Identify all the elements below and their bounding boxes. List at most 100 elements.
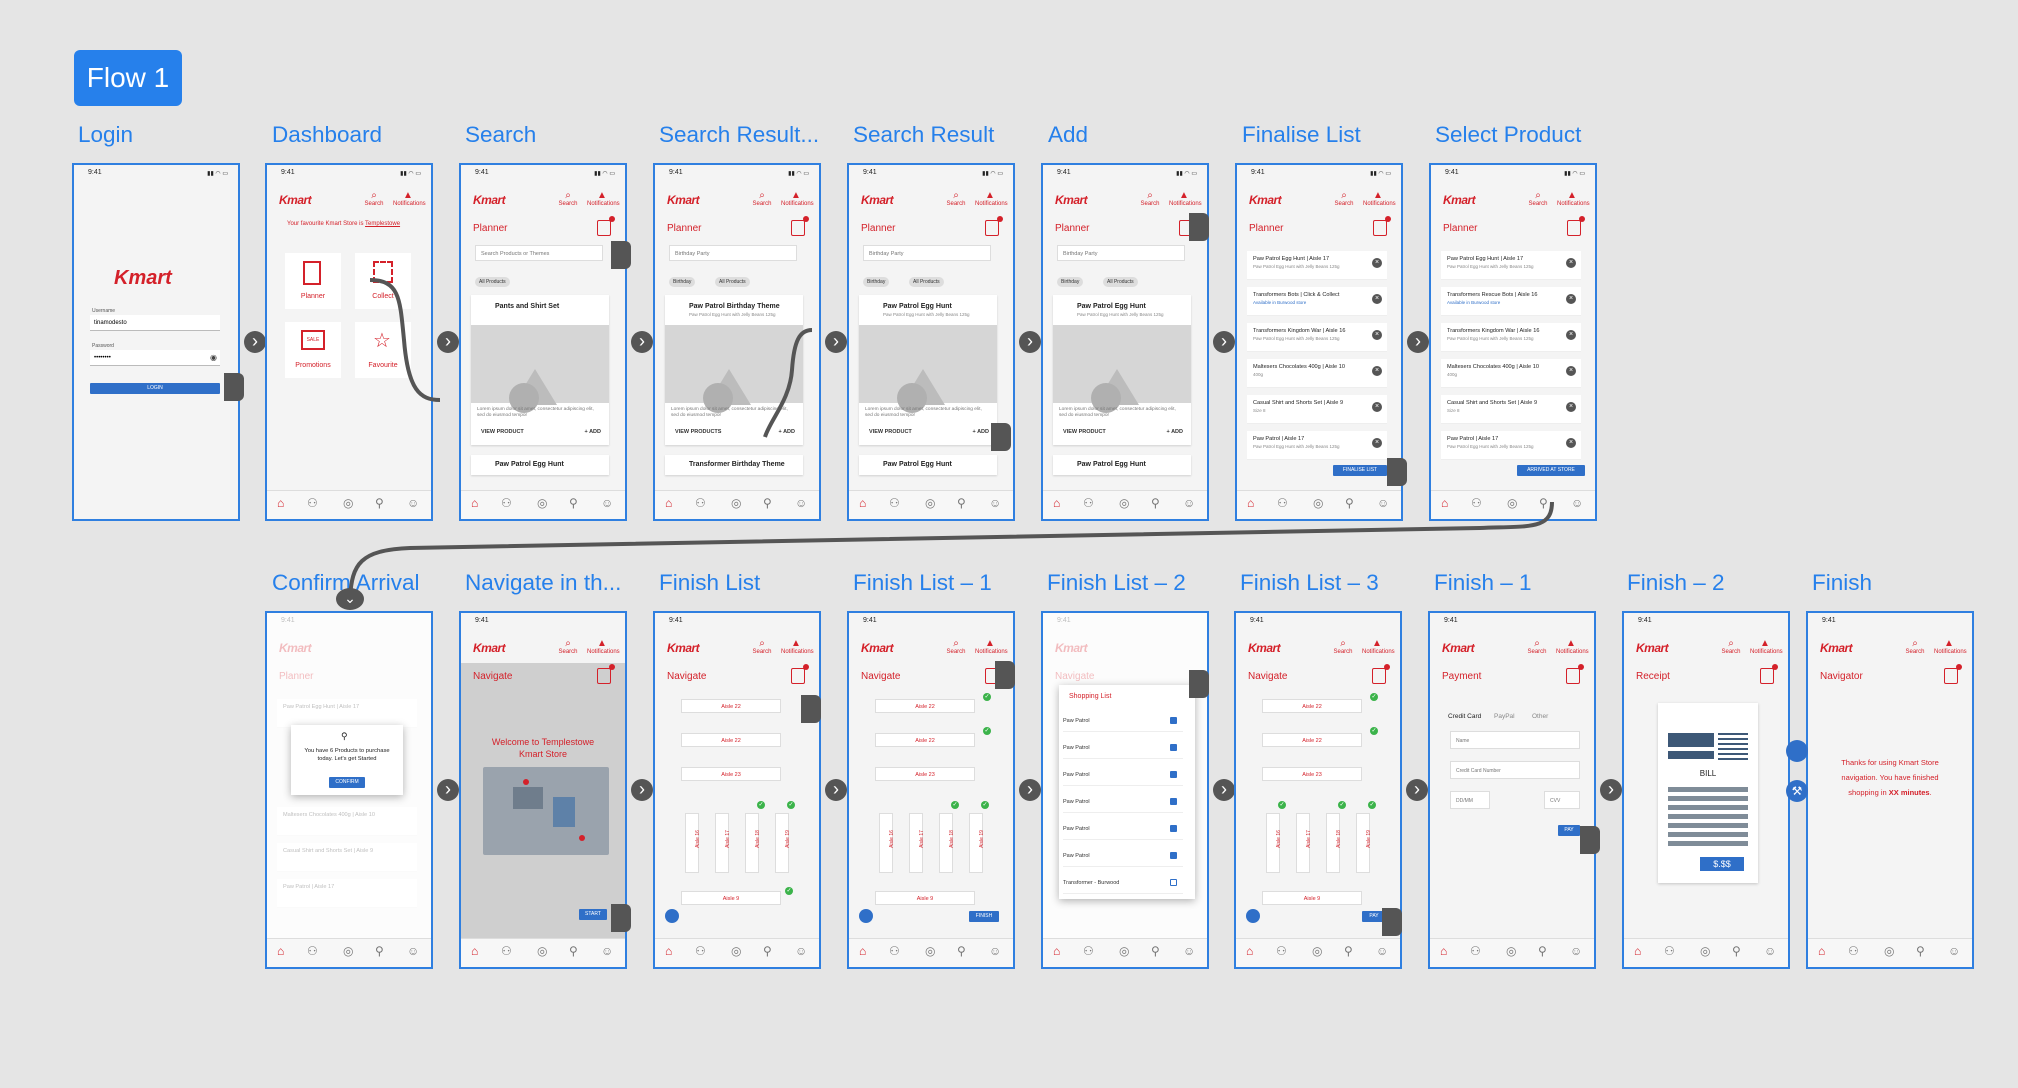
checkbox-checked[interactable]: [1170, 852, 1177, 859]
shopping-list-icon[interactable]: [597, 216, 615, 236]
checkbox-unchecked[interactable]: [1170, 879, 1177, 886]
chat-icon[interactable]: ◎: [1312, 944, 1323, 958]
remove-icon[interactable]: ×: [1372, 366, 1382, 376]
profile-icon[interactable]: ☺: [989, 944, 1002, 958]
remove-icon[interactable]: ×: [1566, 330, 1576, 340]
chat-icon[interactable]: ◎: [1313, 496, 1324, 510]
remove-icon[interactable]: ×: [1372, 438, 1382, 448]
remove-icon[interactable]: ×: [1372, 330, 1382, 340]
products-icon[interactable]: ⚇: [889, 496, 900, 510]
chat-icon[interactable]: ◎: [537, 944, 548, 958]
chat-icon[interactable]: ◎: [925, 944, 936, 958]
chevron-right-icon[interactable]: ›: [1019, 779, 1041, 801]
card-number-field[interactable]: Credit Card Number: [1450, 761, 1580, 779]
header-search[interactable]: ⌕Search: [1328, 639, 1358, 656]
confirm-button[interactable]: CONFIRM: [329, 777, 365, 788]
remove-icon[interactable]: ×: [1566, 438, 1576, 448]
chevron-right-icon[interactable]: ›: [825, 779, 847, 801]
product-card[interactable]: Paw Patrol Egg Hunt: [471, 455, 609, 475]
chevron-right-icon[interactable]: ›: [244, 331, 266, 353]
username-input[interactable]: tinamodesto: [90, 315, 220, 331]
shopping-list-icon[interactable]: [1566, 664, 1584, 684]
chat-icon[interactable]: ◎: [343, 944, 354, 958]
chat-icon[interactable]: ◎: [1506, 944, 1517, 958]
header-search[interactable]: ⌕Search: [553, 191, 583, 208]
header-search[interactable]: ⌕Search: [1522, 639, 1552, 656]
shopping-list-icon[interactable]: [1373, 216, 1391, 236]
products-icon[interactable]: ⚇: [1470, 944, 1481, 958]
location-icon[interactable]: ⚲: [957, 496, 966, 510]
home-icon[interactable]: ⌂: [1441, 496, 1449, 510]
product-card[interactable]: Pants and Shirt Set Lorem ipsum dolor si…: [471, 295, 609, 445]
list-item[interactable]: Paw Patrol: [1063, 711, 1183, 732]
filter-chip[interactable]: Birthday: [669, 277, 696, 287]
start-button[interactable]: START: [579, 909, 607, 920]
location-icon[interactable]: ⚲: [375, 944, 384, 958]
location-icon[interactable]: ⚲: [1916, 944, 1925, 958]
header-notifications[interactable]: ▲Notifications: [1362, 639, 1395, 656]
filter-chip[interactable]: All Products: [1103, 277, 1138, 287]
arrived-at-store-button[interactable]: ARRIVED AT STORE: [1517, 465, 1585, 476]
store-map[interactable]: [483, 767, 609, 855]
header-notifications[interactable]: ▲Notifications: [1934, 639, 1967, 656]
profile-icon[interactable]: ☺: [1183, 496, 1196, 510]
products-icon[interactable]: ⚇: [695, 944, 706, 958]
chat-icon[interactable]: ◎: [537, 496, 548, 510]
checkbox-checked[interactable]: [1170, 717, 1177, 724]
shopping-list-icon[interactable]: [1372, 664, 1390, 684]
filter-chip[interactable]: Birthday: [1057, 277, 1084, 287]
chat-icon[interactable]: ◎: [1507, 496, 1518, 510]
checkbox-checked[interactable]: [1170, 825, 1177, 832]
list-item[interactable]: Paw Patrol: [1063, 738, 1183, 759]
location-icon[interactable]: ⚲: [569, 496, 578, 510]
wrench-icon[interactable]: ⚒: [1786, 780, 1808, 802]
add-button[interactable]: + ADD: [584, 429, 601, 435]
location-icon[interactable]: ⚲: [1151, 944, 1160, 958]
home-icon[interactable]: ⌂: [1440, 944, 1448, 958]
filter-chip[interactable]: All Products: [909, 277, 944, 287]
locate-icon[interactable]: [665, 909, 679, 923]
search-input[interactable]: Birthday Party: [1057, 245, 1185, 261]
add-button[interactable]: + ADD: [1166, 429, 1183, 435]
home-icon[interactable]: ⌂: [1246, 944, 1254, 958]
remove-icon[interactable]: ×: [1566, 402, 1576, 412]
products-icon[interactable]: ⚇: [889, 944, 900, 958]
header-notifications[interactable]: ▲Notifications: [587, 191, 620, 208]
location-icon[interactable]: ⚲: [1345, 496, 1354, 510]
header-notifications[interactable]: ▲Notifications: [1557, 191, 1590, 208]
pay-button[interactable]: PAY: [1558, 825, 1580, 836]
profile-icon[interactable]: ☺: [601, 944, 614, 958]
header-notifications[interactable]: ▲Notifications: [975, 639, 1008, 656]
product-card[interactable]: Paw Patrol Egg Hunt Paw Patrol Egg Hunt …: [859, 295, 997, 445]
filter-chip[interactable]: Birthday: [863, 277, 890, 287]
header-search[interactable]: ⌕Search: [359, 191, 389, 208]
remove-icon[interactable]: ×: [1566, 366, 1576, 376]
chat-icon[interactable]: ◎: [925, 496, 936, 510]
profile-icon[interactable]: ☺: [1571, 496, 1584, 510]
cvv-field[interactable]: CVV: [1544, 791, 1580, 809]
header-search[interactable]: ⌕Search: [1135, 191, 1165, 208]
pay-button[interactable]: PAY: [1362, 911, 1386, 922]
products-icon[interactable]: ⚇: [1664, 944, 1675, 958]
header-search[interactable]: ⌕Search: [1900, 639, 1930, 656]
home-icon[interactable]: ⌂: [1053, 496, 1061, 510]
profile-icon[interactable]: ☺: [1377, 496, 1390, 510]
profile-icon[interactable]: ☺: [601, 496, 614, 510]
list-item[interactable]: Transformer - Burwood: [1063, 873, 1183, 894]
home-icon[interactable]: ⌂: [859, 496, 867, 510]
product-card[interactable]: Paw Patrol Egg Hunt: [859, 455, 997, 475]
home-icon[interactable]: ⌂: [471, 496, 479, 510]
header-search[interactable]: ⌕Search: [1523, 191, 1553, 208]
date-field[interactable]: DD/MM: [1450, 791, 1490, 809]
remove-icon[interactable]: ×: [1372, 294, 1382, 304]
view-product-link[interactable]: VIEW PRODUCT: [869, 429, 912, 435]
chevron-right-icon[interactable]: ›: [631, 331, 653, 353]
profile-icon[interactable]: ☺: [795, 496, 808, 510]
login-button[interactable]: LOGIN: [90, 383, 220, 394]
